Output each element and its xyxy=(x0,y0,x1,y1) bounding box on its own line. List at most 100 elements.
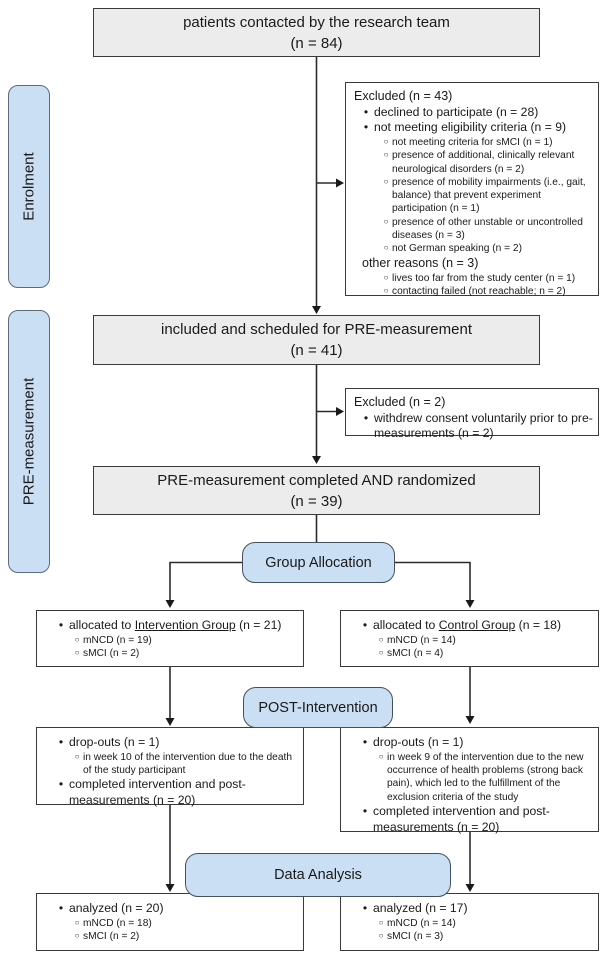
circle-bullet-icon: ○ xyxy=(383,286,389,296)
list-item: ○ sMCI (n = 2) xyxy=(43,647,298,660)
control-smci: sMCI (n = 4) xyxy=(387,648,444,660)
circle-bullet-icon: ○ xyxy=(74,917,80,927)
label-post-intervention: POST-Intervention xyxy=(243,687,393,728)
circle-bullet-icon: ○ xyxy=(74,751,80,761)
bullet-icon: • xyxy=(58,777,64,792)
list-item: ○ not German speaking (n = 2) xyxy=(352,242,593,255)
arrowhead-down-randomized xyxy=(312,456,321,464)
excluded-enrolment-title: Excluded (n = 43) xyxy=(354,89,453,103)
allocated-group-name: Control Group xyxy=(438,618,516,632)
arrowhead-down-analyzed-left xyxy=(165,884,175,892)
analyzed-intervention-mncd: mNCD (n = 18) xyxy=(83,917,152,929)
allocated-intervention-text: allocated to Intervention Group (n = 21) xyxy=(69,618,298,634)
randomized-count: (n = 39) xyxy=(290,492,343,510)
completed-intervention-text: completed intervention and post-measurem… xyxy=(69,777,246,808)
excluded-sub-diseases: presence of other unstable or uncontroll… xyxy=(392,216,583,241)
list-item: ○ mNCD (n = 18) xyxy=(43,917,298,930)
circle-bullet-icon: ○ xyxy=(383,243,389,253)
list-item: ○ sMCI (n = 2) xyxy=(43,930,298,943)
arrowhead-right-excluded1 xyxy=(336,178,344,188)
list-item: ○ mNCD (n = 14) xyxy=(347,634,593,647)
box-excluded-enrolment: Excluded (n = 43) • declined to particip… xyxy=(345,82,599,298)
arrowhead-down-drop-left xyxy=(165,718,175,726)
intervention-mncd: mNCD (n = 19) xyxy=(83,634,152,646)
bullet-icon: • xyxy=(58,735,64,749)
data-analysis-text: Data Analysis xyxy=(274,867,362,883)
stage-label-pre-measurement: PRE-measurement xyxy=(8,310,50,573)
patients-contacted-line1: patients contacted by the research team xyxy=(183,13,450,31)
stage-enrolment-text: Enrolment xyxy=(20,152,38,221)
scheduled-count: (n = 41) xyxy=(290,342,343,359)
bullet-icon: • xyxy=(363,410,369,425)
circle-bullet-icon: ○ xyxy=(378,917,384,927)
list-item: • drop-outs (n = 1) xyxy=(347,735,593,751)
circle-bullet-icon: ○ xyxy=(383,216,389,226)
arrowhead-down-drop-right xyxy=(465,716,475,724)
arrowhead-down-alloc-right xyxy=(465,600,475,608)
bullet-icon: • xyxy=(362,618,368,632)
excluded-eligibility: not meeting eligibility criteria (n = 9) xyxy=(374,120,567,135)
circle-bullet-icon: ○ xyxy=(383,137,389,147)
circle-bullet-icon: ○ xyxy=(383,176,389,186)
arrowhead-down-alloc-left xyxy=(165,600,175,608)
circle-bullet-icon: ○ xyxy=(383,150,389,160)
box-analyzed-intervention: • analyzed (n = 20) ○ mNCD (n = 18) ○ sM… xyxy=(36,893,304,951)
box-allocated-intervention: • allocated to Intervention Group (n = 2… xyxy=(36,610,304,667)
bullet-icon: • xyxy=(362,803,368,818)
analyzed-control-smci: sMCI (n = 3) xyxy=(387,931,444,943)
list-item: • analyzed (n = 20) xyxy=(43,901,298,917)
box-excluded-pre-measurement: Excluded (n = 2) • withdrew consent volu… xyxy=(345,388,599,440)
excluded-other-contact: contacting failed (not reachable; n = 2) xyxy=(392,286,566,298)
excluded-sub-mobility: presence of mobility impairments (i.e., … xyxy=(392,176,586,215)
allocated-pre-text: allocated to xyxy=(373,618,439,632)
analyzed-intervention-smci: sMCI (n = 2) xyxy=(83,931,140,943)
excluded-declined: declined to participate (n = 28) xyxy=(374,104,539,119)
group-allocation-text: Group Allocation xyxy=(265,554,372,571)
post-intervention-text: POST-Intervention xyxy=(258,699,378,716)
analyzed-control-mncd: mNCD (n = 14) xyxy=(387,917,456,929)
list-item: • completed intervention and post-measur… xyxy=(347,804,593,836)
list-item: • declined to participate (n = 28) xyxy=(352,105,593,121)
circle-bullet-icon: ○ xyxy=(74,931,80,941)
circle-bullet-icon: ○ xyxy=(74,634,80,644)
bullet-icon: • xyxy=(363,120,369,135)
circle-bullet-icon: ○ xyxy=(74,648,80,658)
connector-allocation-left xyxy=(169,561,243,600)
list-item: ○ in week 10 of the intervention due to … xyxy=(43,751,298,778)
excluded-pre-title: Excluded (n = 2) xyxy=(354,395,446,409)
excluded-sub-german: not German speaking (n = 2) xyxy=(392,243,522,255)
analyzed-control-title: analyzed (n = 17) xyxy=(373,901,468,915)
box-dropouts-intervention: • drop-outs (n = 1) ○ in week 10 of the … xyxy=(36,727,304,807)
list-item: ○ contacting failed (not reachable; n = … xyxy=(352,285,593,298)
control-mncd: mNCD (n = 14) xyxy=(387,634,456,646)
list-item: ○ mNCD (n = 19) xyxy=(43,634,298,647)
intervention-smci: sMCI (n = 2) xyxy=(83,648,140,660)
bullet-icon: • xyxy=(58,618,64,632)
list-item: ○ sMCI (n = 4) xyxy=(347,647,593,660)
scheduled-line1: included and scheduled for PRE-measureme… xyxy=(160,321,472,338)
list-item: • allocated to Control Group (n = 18) xyxy=(347,618,593,634)
box-allocated-control: • allocated to Control Group (n = 18) ○ … xyxy=(340,610,599,667)
list-item: • drop-outs (n = 1) xyxy=(43,735,298,751)
dropouts-control-title: drop-outs (n = 1) xyxy=(373,735,464,749)
arrowhead-right-excluded2 xyxy=(336,407,344,416)
circle-bullet-icon: ○ xyxy=(378,751,384,761)
excluded-sub-smci: not meeting criteria for sMCI (n = 1) xyxy=(392,137,553,149)
connector-allocation-right xyxy=(394,561,471,600)
bullet-icon: • xyxy=(58,901,64,915)
label-data-analysis: Data Analysis xyxy=(185,853,451,897)
excluded-pre-withdrew: withdrew consent voluntarily prior to pr… xyxy=(374,410,593,441)
randomized-line1: PRE-measurement completed AND randomized xyxy=(157,471,476,489)
allocated-pre-text: allocated to xyxy=(69,618,135,632)
list-item: ○ in week 9 of the intervention due to t… xyxy=(347,751,593,804)
allocated-count: (n = 18) xyxy=(515,618,562,632)
analyzed-intervention-title: analyzed (n = 20) xyxy=(69,901,164,915)
circle-bullet-icon: ○ xyxy=(378,648,384,658)
list-item: • completed intervention and post-measur… xyxy=(43,777,298,809)
box-pre-measurement-randomized: PRE-measurement completed AND randomized… xyxy=(93,466,540,515)
stage-pre-measurement-text: PRE-measurement xyxy=(20,377,38,506)
patients-contacted-count: (n = 84) xyxy=(290,34,343,52)
excluded-other-reasons: other reasons (n = 3) xyxy=(362,256,479,271)
